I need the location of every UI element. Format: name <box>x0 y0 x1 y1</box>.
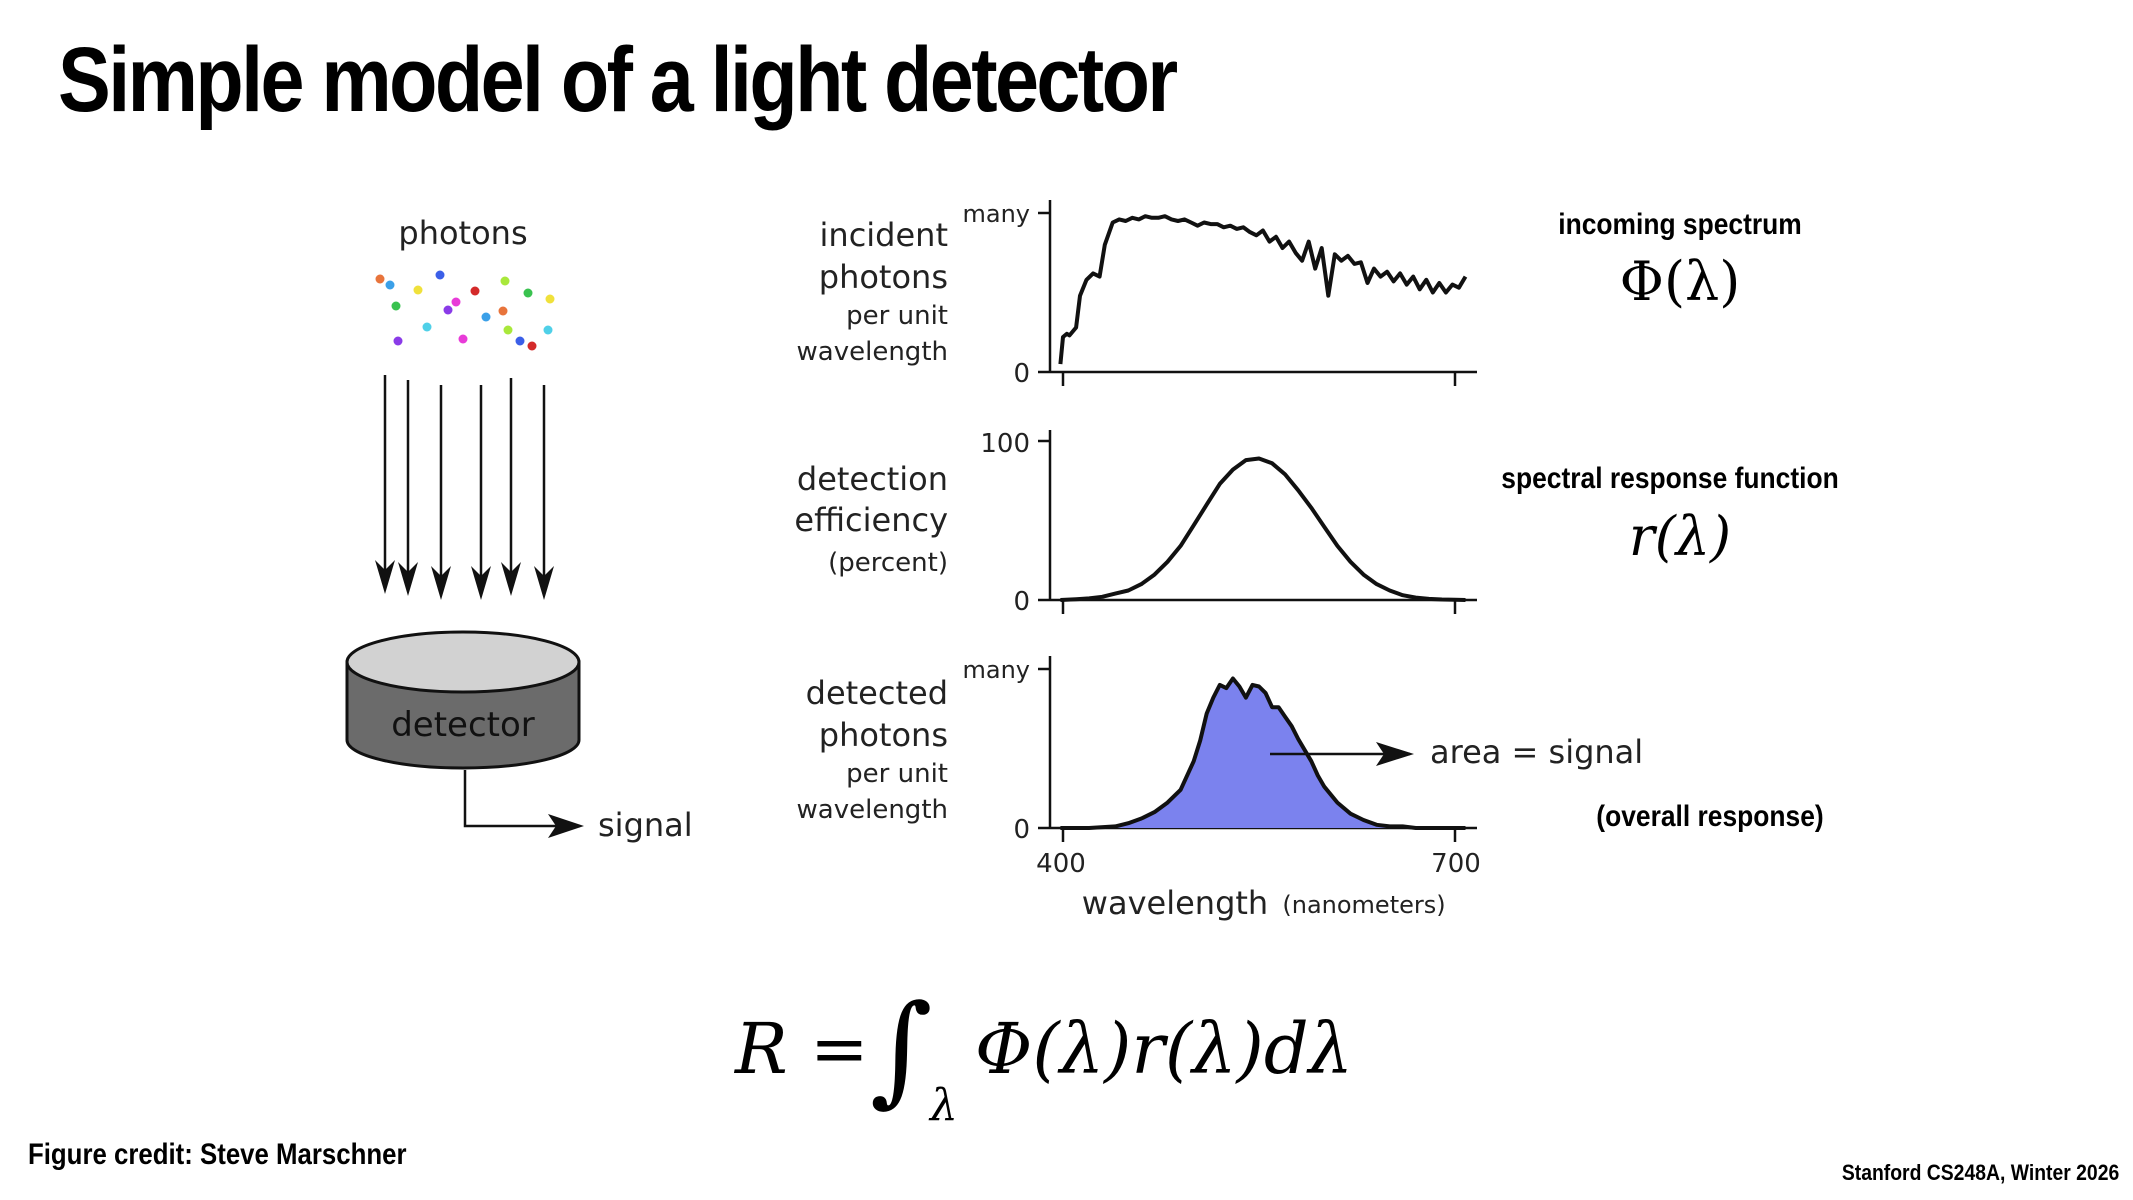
photon-dot <box>451 297 461 307</box>
panel-labels: incident photons per unit wavelength det… <box>794 216 948 825</box>
photon-dot <box>515 336 525 346</box>
arrowhead <box>471 566 491 600</box>
detected-label-3: per unit <box>846 759 948 789</box>
phi-lambda-symbol: Φ(λ) <box>1619 250 1741 313</box>
arrowhead <box>501 562 521 596</box>
photon-dot <box>503 325 513 335</box>
equation-lhs: R = <box>735 1008 869 1090</box>
response-equation: R = ∫ λ Φ(λ)r(λ)dλ <box>735 980 1375 1150</box>
photon-dot <box>470 286 480 296</box>
detected-label-2: photons <box>819 716 948 754</box>
course-footer: Stanford CS248A, Winter 2026 <box>1841 1160 2119 1185</box>
overall-response-caption: (overall response) <box>1596 800 1824 833</box>
x-axis-unit: (nanometers) <box>1282 891 1445 919</box>
photon-dot <box>500 276 510 286</box>
incident-label-2: photons <box>819 258 948 296</box>
signal-wire <box>463 770 580 828</box>
arrowhead <box>398 562 418 596</box>
photon-dot <box>481 312 491 322</box>
photon-dot <box>391 301 401 311</box>
incident-label-4: wavelength <box>797 337 948 367</box>
efficiency-ytick-top: 100 <box>980 429 1030 459</box>
arrowhead <box>375 560 395 594</box>
photon-dot <box>393 336 403 346</box>
arrowhead <box>431 566 451 600</box>
photon-dot <box>443 305 453 315</box>
slide-title: Simple model of a light detector <box>58 29 1178 131</box>
r-lambda-symbol: r(λ) <box>1628 505 1732 568</box>
photons-label: photons <box>398 214 527 252</box>
detector-top <box>345 630 581 694</box>
incident-label-1: incident <box>820 216 948 254</box>
spectral-response-caption: spectral response function <box>1501 462 1839 495</box>
efficiency-ytick-zero: 0 <box>1013 587 1030 617</box>
signal-arrowhead <box>548 814 584 838</box>
photon-dot <box>385 280 395 290</box>
xtick-700: 700 <box>1431 849 1481 879</box>
detected-label-4: wavelength <box>797 795 948 825</box>
incident-ytick-zero: 0 <box>1013 359 1030 389</box>
photon-dot <box>498 306 508 316</box>
photon-dot <box>422 322 432 332</box>
photon-dot <box>545 294 555 304</box>
equation-rhs: Φ(λ)r(λ)dλ <box>975 1008 1353 1090</box>
photon-dot <box>375 274 385 284</box>
photon-dot <box>523 288 533 298</box>
photon-detector-diagram: photons detector signal <box>345 214 693 844</box>
figure-credit: Figure credit: Steve Marschner <box>28 1138 407 1171</box>
detected-ytick-zero: 0 <box>1013 815 1030 845</box>
detected-area-fill <box>1060 678 1466 828</box>
panel-axes: many 0 100 0 many 0 400 700 wavelength (… <box>963 200 1481 922</box>
photon-dot <box>458 334 468 344</box>
incoming-spectrum-caption: incoming spectrum <box>1558 208 1802 241</box>
xtick-400: 400 <box>1036 849 1086 879</box>
photon-dot <box>413 285 423 295</box>
efficiency-label-1: detection <box>797 460 948 498</box>
arrowhead <box>534 566 554 600</box>
integral-subscript: λ <box>930 1080 958 1131</box>
photon-dot <box>543 325 553 335</box>
efficiency-label-2: efficiency <box>794 501 948 539</box>
incident-label-3: per unit <box>846 301 948 331</box>
integral-sign: ∫ <box>870 980 933 1119</box>
efficiency-label-3: (percent) <box>828 548 948 578</box>
area-signal-label: area = signal <box>1430 733 1643 771</box>
photon-dot <box>527 341 537 351</box>
detector: detector <box>345 630 581 770</box>
area-annotation-arrowhead <box>1376 742 1414 766</box>
incident-ytick-top: many <box>963 200 1031 228</box>
incident-spectrum-line <box>1058 214 1468 365</box>
detected-curve-line <box>1060 676 1466 830</box>
detector-label: detector <box>391 705 535 745</box>
photon-dot <box>435 270 445 280</box>
detected-ytick-top: many <box>963 656 1031 684</box>
detected-label-1: detected <box>806 674 948 712</box>
x-axis-label: wavelength <box>1082 884 1268 922</box>
photon-arrows <box>375 375 554 600</box>
signal-label: signal <box>598 806 693 844</box>
photon-dots <box>375 270 555 351</box>
efficiency-curve-line <box>1060 456 1466 602</box>
